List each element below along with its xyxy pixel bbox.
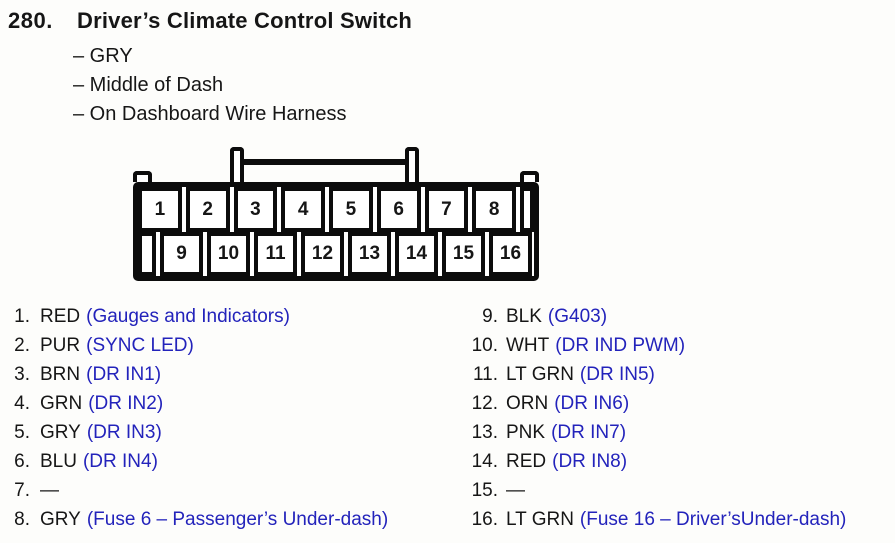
connector-pin-cavity xyxy=(520,187,534,232)
pin-signal: (DR IN8) xyxy=(552,450,628,472)
pin-signal: (DR IN2) xyxy=(88,392,164,414)
pin-number: 10. xyxy=(471,334,498,356)
pin-wire-color: GRN xyxy=(40,392,83,414)
connector-corner-tab-left xyxy=(133,171,152,182)
pin-signal: (Fuse 16 – Driver’sUnder-dash) xyxy=(579,508,847,530)
pin-row: 9. BLK (G403) xyxy=(462,302,846,331)
pin-wire-color: GRY xyxy=(40,508,81,530)
connector-pin-cavity: 12 xyxy=(301,232,344,276)
connector-pin-cavity: 6 xyxy=(376,187,421,232)
connector-pin-cavity: 5 xyxy=(329,187,373,232)
detail-line: – On Dashboard Wire Harness xyxy=(73,103,347,125)
pin-number: 15. xyxy=(471,479,498,501)
connector-pin-cavity: 9 xyxy=(160,232,203,276)
pin-signal: (DR IN3) xyxy=(86,421,162,443)
connector-latch-post-left xyxy=(230,147,244,182)
pin-number: 12. xyxy=(471,392,498,414)
pin-row: 16. LT GRN (Fuse 16 – Driver’sUnder-dash… xyxy=(462,505,847,534)
pin-row: 2. PUR (SYNC LED) xyxy=(6,331,388,360)
pin-wire-color: — xyxy=(40,479,59,501)
pin-wire-color: PNK xyxy=(506,421,546,443)
connector-pin-cavity: 8 xyxy=(472,187,516,232)
pin-wire-color: LT GRN xyxy=(506,508,574,530)
pin-number: 3. xyxy=(14,363,30,385)
pin-number: 5. xyxy=(14,421,30,443)
pin-signal: (Gauges and Indicators) xyxy=(86,305,290,327)
connector-pin-cavity: 11 xyxy=(254,232,297,276)
pin-wire-color: RED xyxy=(506,450,547,472)
pin-row: 1. RED (Gauges and Indicators) xyxy=(6,302,388,331)
pin-number: 13. xyxy=(471,421,498,443)
pin-signal: (Fuse 6 – Passenger’s Under-dash) xyxy=(86,508,389,530)
connector-diagram: 1 2 3 4 5 6 7 8 9 10 11 12 13 14 15 16 xyxy=(133,147,539,281)
pin-number: 2. xyxy=(14,334,30,356)
pin-wire-color: GRY xyxy=(40,421,81,443)
pin-wire-color: BLU xyxy=(40,450,77,472)
connector-pin-cavity: 14 xyxy=(395,232,438,276)
detail-line: – GRY xyxy=(73,45,133,67)
pin-number: 11. xyxy=(472,363,498,385)
detail-line: – Middle of Dash xyxy=(73,74,224,96)
page-header: 280. Driver’s Climate Control Switch xyxy=(8,8,412,34)
pin-row: 15. — xyxy=(462,476,846,505)
connector-latch-post-right xyxy=(405,147,419,182)
pin-number: 14. xyxy=(471,450,498,472)
pin-wire-color: LT GRN xyxy=(506,363,574,385)
connector-pin-cavity: 13 xyxy=(348,232,391,276)
pin-signal: (DR IND PWM) xyxy=(555,334,686,356)
pin-wire-color: — xyxy=(506,479,525,501)
connector-pin-cavity: 4 xyxy=(281,187,325,232)
connector-pin-cavity: 10 xyxy=(207,232,250,276)
pin-signal: (DR IN1) xyxy=(86,363,162,385)
pin-wire-color: RED xyxy=(40,305,81,327)
pin-wire-color: ORN xyxy=(506,392,549,414)
pin-row: 6. BLU (DR IN4) xyxy=(6,447,388,476)
pin-row: 10. WHT (DR IND PWM) xyxy=(462,331,846,360)
pin-signal: (DR IN4) xyxy=(82,450,158,472)
pin-row: 3. BRN (DR IN1) xyxy=(6,360,388,389)
connector-pin-cavity: 16 xyxy=(489,232,532,276)
connector-pin-row-bottom: 9 10 11 12 13 14 15 16 xyxy=(138,232,534,276)
item-number: 280. xyxy=(8,8,53,33)
pin-row: 7. — xyxy=(6,476,388,505)
pin-row: 5. GRY (DR IN3) xyxy=(6,418,388,447)
connector-pin-cavity: 3 xyxy=(233,187,278,232)
pin-signal: (DR IN5) xyxy=(579,363,655,385)
pin-signal: (G403) xyxy=(547,305,608,327)
pin-number: 7. xyxy=(14,479,30,501)
pin-number: 8. xyxy=(14,508,30,530)
connector-corner-tab-right xyxy=(520,171,539,182)
connector-pin-cavity: 2 xyxy=(185,187,230,232)
pin-number: 4. xyxy=(14,392,30,414)
pin-row: 4. GRN (DR IN2) xyxy=(6,389,388,418)
connector-latch-bar xyxy=(241,159,407,165)
pin-row: 11. LT GRN (DR IN5) xyxy=(462,360,846,389)
pin-legend-left-column: 1. RED (Gauges and Indicators) 2. PUR (S… xyxy=(6,302,388,534)
pin-wire-color: PUR xyxy=(40,334,81,356)
connector-shell: 1 2 3 4 5 6 7 8 9 10 11 12 13 14 15 16 xyxy=(133,182,539,281)
page-title: Driver’s Climate Control Switch xyxy=(77,8,413,33)
connector-pin-cavity: 1 xyxy=(138,187,182,232)
pin-signal: (SYNC LED) xyxy=(86,334,194,356)
connector-pin-cavity: 7 xyxy=(424,187,469,232)
pin-signal: (DR IN7) xyxy=(551,421,627,443)
connector-pin-cavity: 15 xyxy=(442,232,485,276)
connector-pin-row-top: 1 2 3 4 5 6 7 8 xyxy=(138,187,534,232)
pin-number: 1. xyxy=(14,305,30,327)
pin-legend-right-column: 9. BLK (G403) 10. WHT (DR IND PWM) 11. L… xyxy=(462,302,847,534)
pin-signal: (DR IN6) xyxy=(554,392,630,414)
pin-wire-color: WHT xyxy=(506,334,550,356)
pin-number: 6. xyxy=(14,450,30,472)
connector-details: – GRY – Middle of Dash – On Dashboard Wi… xyxy=(73,42,346,129)
pin-row: 8. GRY (Fuse 6 – Passenger’s Under-dash) xyxy=(6,505,388,534)
pin-wire-color: BLK xyxy=(506,305,542,327)
pin-number: 16. xyxy=(471,508,498,530)
pin-number: 9. xyxy=(482,305,498,327)
connector-pin-cavity xyxy=(138,232,156,276)
pin-row: 12. ORN (DR IN6) xyxy=(462,389,846,418)
pin-row: 13. PNK (DR IN7) xyxy=(462,418,846,447)
pin-row: 14. RED (DR IN8) xyxy=(462,447,846,476)
pin-wire-color: BRN xyxy=(40,363,81,385)
